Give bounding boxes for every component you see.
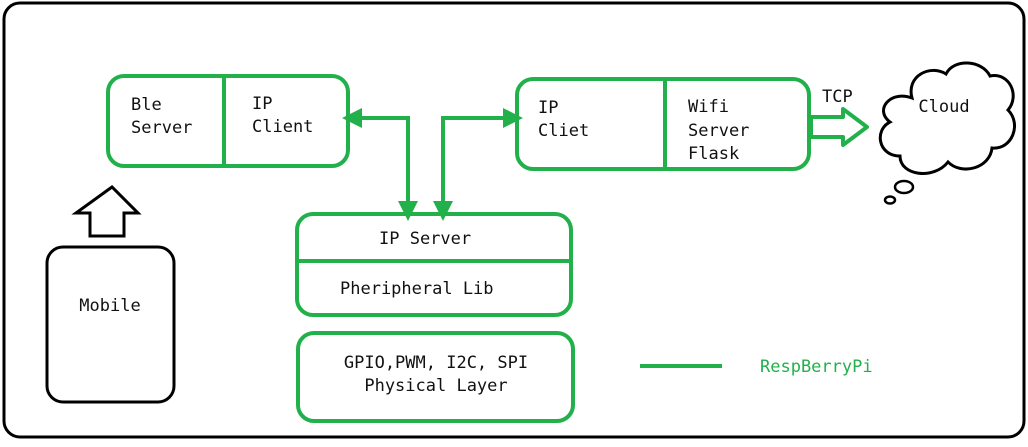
mobile-label: Mobile — [79, 296, 140, 316]
ip-cliet-line1: IP — [538, 98, 558, 118]
ip-wifi-server-box: IP Cliet Wifi Server Flask — [515, 77, 811, 171]
connector-client-server — [342, 108, 418, 221]
up-arrow-icon — [71, 185, 142, 238]
physical-line1: GPIO,PWM, I2C, SPI — [344, 353, 528, 373]
ble-server-line2: Server — [131, 118, 192, 138]
mobile-box: Mobile — [45, 245, 176, 404]
ip-client-line2: Client — [252, 117, 313, 137]
cloud-label: Cloud — [918, 97, 969, 117]
ip-server-box: IP Server Pheripheral Lib — [295, 212, 573, 317]
ip-cliet-line2: Cliet — [538, 121, 589, 141]
tcp-label: TCP — [822, 87, 853, 107]
physical-layer-box: GPIO,PWM, I2C, SPI Physical Layer — [296, 331, 575, 423]
tcp-arrow-icon — [809, 107, 869, 147]
connector-server-cliet — [433, 108, 523, 221]
ble-server-line1: Ble — [131, 95, 162, 115]
cloud-icon — [878, 61, 1017, 205]
peripheral-lib-label: Pheripheral Lib — [340, 279, 494, 299]
ip-server-label: IP Server — [379, 229, 471, 249]
ip-client-line1: IP — [252, 94, 272, 114]
wifi-server-line1: Wifi — [688, 97, 729, 117]
wifi-server-line3: Flask — [688, 144, 739, 164]
legend-label: RespBerryPi — [760, 357, 873, 377]
wifi-server-line2: Server — [688, 121, 749, 141]
ble-ip-client-box: Ble Server IP Client — [106, 74, 350, 168]
outer-frame — [2, 1, 1026, 439]
physical-line2: Physical Layer — [364, 376, 507, 396]
